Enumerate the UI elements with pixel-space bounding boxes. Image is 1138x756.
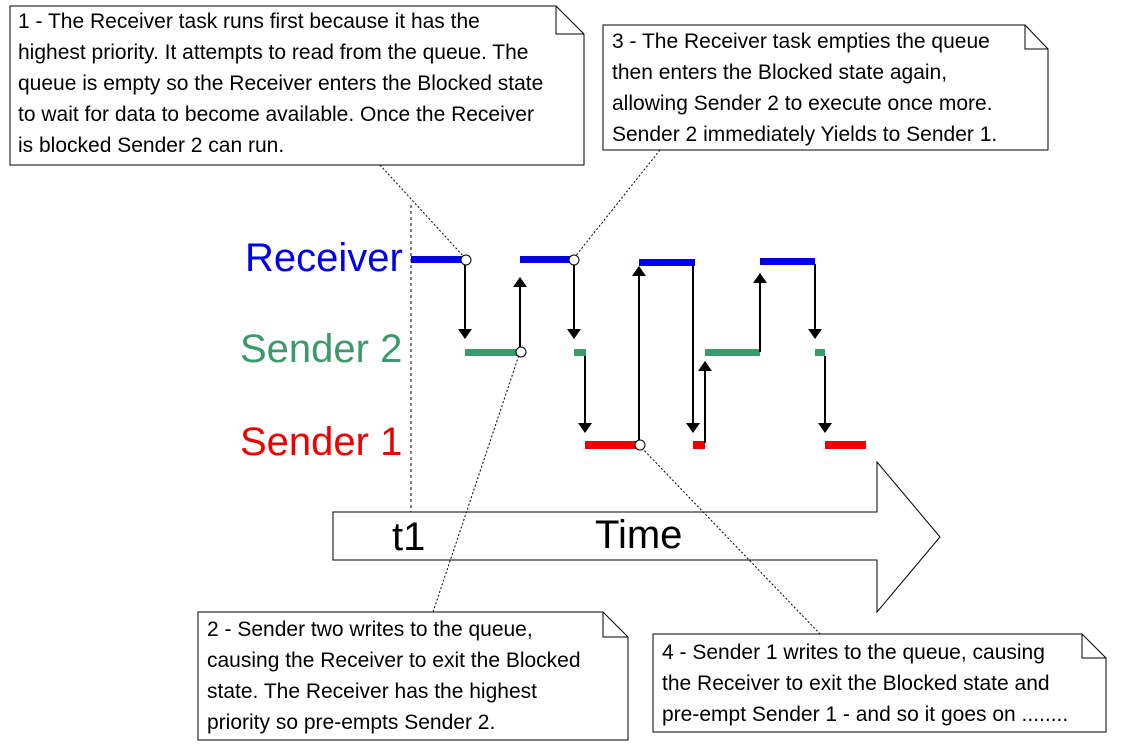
note3-leader — [573, 149, 661, 259]
note-2-line: state. The Receiver has the highest — [207, 680, 537, 703]
note-2-fold — [602, 612, 628, 638]
note-1-fold — [555, 6, 584, 35]
note-4-box — [652, 633, 1107, 733]
sender2-run-bar — [465, 349, 520, 356]
note-2-box — [197, 611, 629, 741]
note-1-line: queue is empty so the Receiver enters th… — [18, 72, 543, 95]
time-label: Time — [595, 513, 682, 557]
note-3-line: allowing Sender 2 to execute once more. — [612, 92, 993, 115]
event-circle — [515, 346, 527, 358]
note-2: 2 - Sender two writes to the queue, caus… — [197, 611, 629, 741]
note-3-line: 3 - The Receiver task empties the queue — [612, 30, 990, 53]
note-4-fold — [1081, 634, 1106, 659]
receiver-run-bar — [760, 258, 815, 265]
callout-leaders — [379, 149, 821, 635]
receiver-label: Receiver — [245, 236, 403, 280]
sender2-run-bar — [815, 349, 825, 356]
receiver-run-bars — [411, 256, 815, 266]
sender2-run-bar — [574, 349, 586, 356]
sender2-label: Sender 2 — [240, 327, 402, 371]
note-3-line: Sender 2 immediately Yields to Sender 1. — [612, 123, 997, 146]
note-4-line: the Receiver to exit the Blocked state a… — [662, 672, 1050, 695]
note-2-line: priority so pre-empts Sender 2. — [207, 711, 495, 734]
sender2-run-bars — [465, 349, 825, 356]
note-3-box — [602, 24, 1049, 151]
event-circle — [568, 254, 580, 266]
note-3-fold — [1024, 25, 1048, 50]
time-arrow — [332, 460, 941, 614]
sender1-run-bar — [693, 441, 705, 449]
note-1-line: to wait for data to become available. On… — [18, 103, 534, 126]
sender2-run-bar — [705, 349, 760, 356]
sender1-run-bar — [825, 441, 866, 449]
note-1-line: highest priority. It attempts to read fr… — [18, 41, 529, 64]
note-3: 3 - The Receiver task empties the queue … — [602, 24, 1049, 151]
receiver-run-bar — [520, 256, 574, 263]
receiver-run-bar — [639, 259, 695, 266]
note-2-line: causing the Receiver to exit the Blocked — [207, 649, 581, 672]
note-1: 1 - The Receiver task runs first because… — [9, 5, 585, 166]
note-4-line: 4 - Sender 1 writes to the queue, causin… — [662, 641, 1045, 664]
event-markers — [460, 254, 646, 451]
event-circle — [460, 254, 472, 266]
note-2-line: 2 - Sender two writes to the queue, — [207, 618, 533, 641]
note2-leader — [432, 351, 521, 613]
event-circle — [634, 439, 646, 451]
sender1-label: Sender 1 — [240, 420, 402, 464]
note-3-line: then enters the Blocked state again, — [612, 61, 947, 84]
sender1-run-bars — [585, 441, 866, 449]
t1-label: t1 — [392, 515, 425, 559]
note-1-box — [9, 5, 585, 166]
transition-arrows — [458, 262, 832, 443]
note-4: 4 - Sender 1 writes to the queue, causin… — [652, 633, 1107, 733]
note1-leader — [379, 164, 466, 259]
note-4-line: pre-empt Sender 1 - and so it goes on ..… — [662, 703, 1068, 726]
receiver-run-bar — [411, 256, 467, 263]
sender1-run-bar — [585, 441, 640, 449]
note-1-line: is blocked Sender 2 can run. — [18, 134, 284, 157]
note-1-line: 1 - The Receiver task runs first because… — [18, 10, 480, 33]
